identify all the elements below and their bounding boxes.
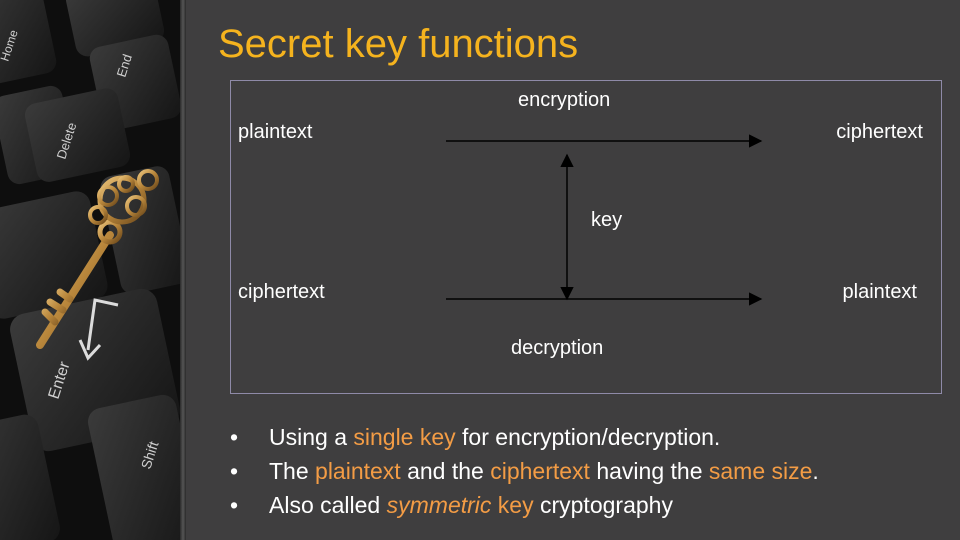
keycap-end-label: End (114, 52, 135, 79)
key-label: key (591, 209, 623, 231)
highlight-text: key (497, 492, 534, 518)
bullet-item: • Also called symmetric key cryptography (230, 488, 819, 522)
golden-key-icon (36, 169, 159, 349)
bullet-text: . (812, 458, 819, 484)
bullet-text: Also called (269, 492, 387, 518)
decryption-label: decryption (511, 337, 604, 359)
highlight-text: symmetric (386, 492, 492, 518)
highlight-text: same size (708, 458, 813, 484)
bottom-left-ciphertext-label: ciphertext (238, 281, 325, 303)
highlight-text: single key (353, 424, 456, 450)
bullet-marker: • (230, 458, 239, 484)
bullet-text: The (269, 458, 316, 484)
bullet-text: for encryption/decryption. (455, 424, 721, 450)
bottom-right-plaintext-label: plaintext (842, 281, 918, 303)
enter-arrow-icon (78, 298, 119, 361)
bullet-marker: • (230, 492, 239, 518)
bullet-list: • Using a single key for encryption/decr… (230, 420, 819, 522)
top-left-plaintext-label: plaintext (238, 121, 313, 143)
secret-key-diagram: encryption plaintext ciphertext key ciph… (230, 80, 942, 394)
highlight-text: ciphertext (490, 458, 590, 484)
keyboard-key-illustration: Home End Delete Enter Shift (0, 0, 186, 540)
bullet-marker: • (230, 424, 239, 450)
bullet-item: • The plaintext and the ciphertext havin… (230, 454, 819, 488)
top-right-ciphertext-label: ciphertext (836, 121, 923, 143)
bullet-item: • Using a single key for encryption/decr… (230, 420, 819, 454)
encryption-label: encryption (518, 89, 611, 111)
bullet-text: and the (400, 458, 491, 484)
keyboard-photo: Home End Delete Enter Shift (0, 0, 186, 540)
bullet-text: having the (589, 458, 709, 484)
slide-title: Secret key functions (218, 22, 579, 66)
bullet-text: Using a (269, 424, 354, 450)
bullet-text: cryptography (533, 492, 673, 518)
highlight-text: plaintext (315, 458, 401, 484)
photo-divider (180, 0, 186, 540)
diagram-arrows (446, 134, 763, 306)
